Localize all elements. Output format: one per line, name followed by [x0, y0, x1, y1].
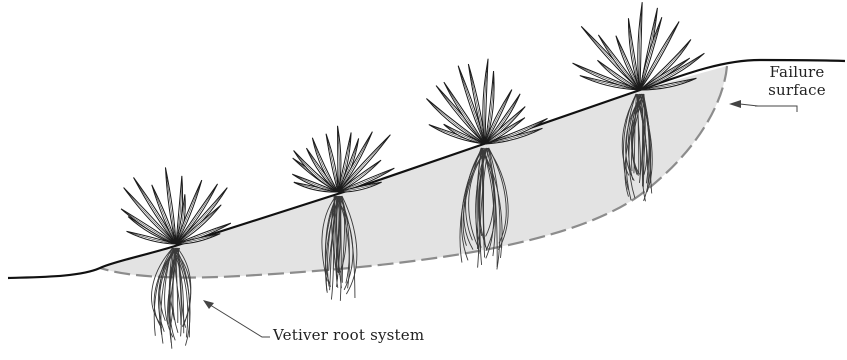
root-system-arrowhead: [203, 300, 214, 309]
vetiver-leaf-tuft: [573, 2, 705, 90]
failure-surface-arrow-shaft: [740, 104, 758, 106]
failure-zone: [100, 66, 727, 278]
failure-surface-leader: [755, 106, 797, 112]
vetiver-root-system-label: Vetiver root system: [273, 326, 424, 344]
failure-surface-label-line1: Failure: [757, 63, 837, 81]
failure-surface-arrowhead: [729, 100, 741, 108]
root-system-leader: [207, 303, 270, 337]
failure-surface-label-line2: surface: [757, 81, 837, 99]
failure-surface-label: Failure surface: [757, 63, 837, 99]
